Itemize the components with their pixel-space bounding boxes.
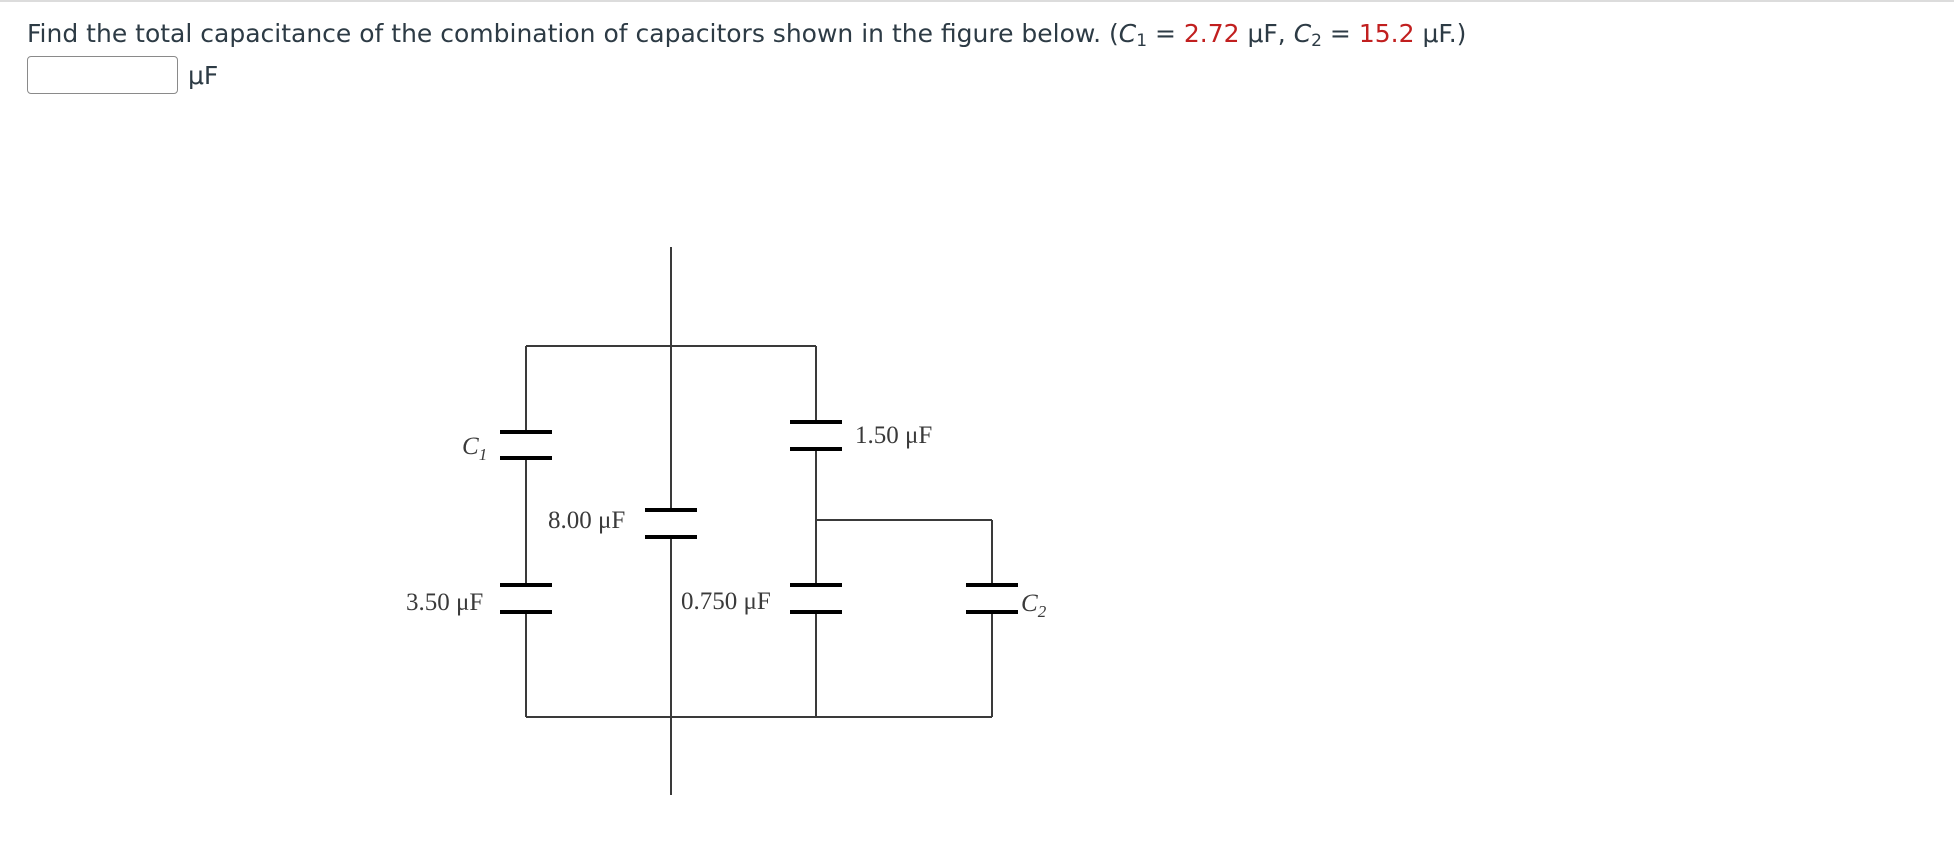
c1-unit: μF,	[1239, 19, 1294, 48]
c1-subscript: 1	[1136, 31, 1148, 51]
c2-label: C2	[1021, 590, 1047, 621]
c1-label: C1	[462, 433, 487, 464]
cap-0750-label: 0.750 μF	[681, 588, 771, 615]
capacitor-plates	[500, 420, 1018, 614]
question-text: Find the total capacitance of the combin…	[27, 18, 1466, 50]
c2-symbol: C	[1293, 19, 1312, 48]
cap-150-label: 1.50 μF	[855, 422, 932, 449]
top-divider	[0, 0, 1954, 2]
cap-350-label: 3.50 μF	[406, 589, 483, 616]
c1-equals: =	[1147, 19, 1184, 48]
c2-unit: μF.)	[1414, 19, 1467, 48]
c2-subscript: 2	[1311, 31, 1322, 51]
answer-unit: μF	[188, 60, 219, 90]
c2-equals: =	[1321, 19, 1359, 48]
c1-value: 2.72	[1183, 19, 1240, 48]
answer-row: μF	[27, 54, 218, 96]
answer-input[interactable]	[27, 56, 178, 94]
cap-800-label: 8.00 μF	[548, 507, 625, 534]
c1-symbol: C	[1118, 19, 1137, 48]
c2-value: 15.2	[1358, 19, 1415, 48]
circuit-wires	[525, 247, 993, 795]
question-prefix: Find the total capacitance of the combin…	[27, 19, 1119, 48]
